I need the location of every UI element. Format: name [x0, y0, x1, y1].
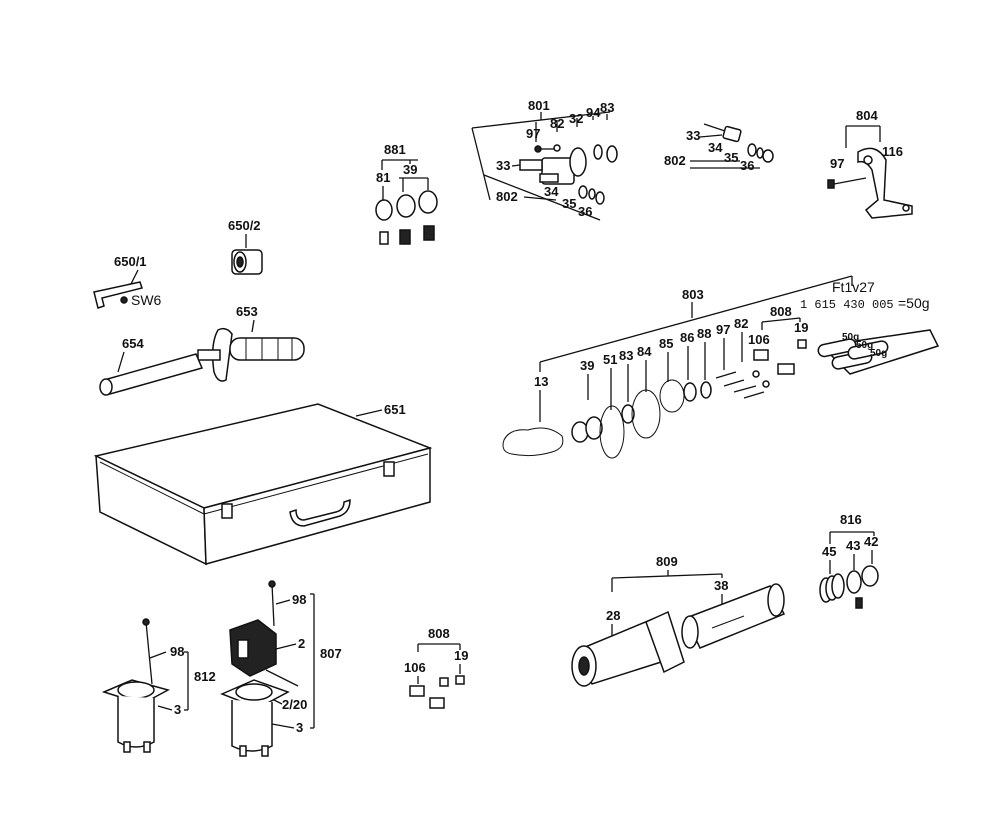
label-651: 651: [384, 402, 406, 417]
label-50g: 50g: [870, 348, 887, 359]
label-809: 809: [656, 554, 678, 569]
label-654: 654: [122, 336, 144, 351]
label-97: 97: [716, 322, 730, 337]
label-808: 808: [428, 626, 450, 641]
shaft-parts: [703, 123, 774, 163]
label-19: 19: [454, 648, 468, 663]
label-sw6: SW6: [131, 292, 162, 308]
label-51: 51: [603, 352, 617, 367]
screws: [715, 370, 770, 399]
label-28: 28: [606, 608, 620, 623]
label-19: 19: [794, 320, 808, 335]
label-33: 33: [496, 158, 510, 173]
label-33: 33: [686, 128, 700, 143]
label-808: 808: [770, 304, 792, 319]
label-38: 38: [714, 578, 728, 593]
label-42: 42: [864, 534, 878, 549]
label-98: 98: [292, 592, 306, 607]
label-3: 3: [296, 720, 303, 735]
label-881: 881: [384, 142, 406, 157]
carrying-case-651: 651: [93, 402, 433, 566]
label-36: 36: [740, 158, 754, 173]
label-88: 88: [697, 326, 711, 341]
label-106: 106: [748, 332, 770, 347]
assembly-808-lower: 808 106 19: [404, 626, 468, 709]
label-83: 83: [600, 100, 614, 115]
label-807: 807: [320, 646, 342, 661]
assembly-802-right: 33 34 802 35 36: [664, 123, 774, 173]
part-number: 1 615 430 005: [800, 298, 894, 312]
accessories: 650/2 650/1 SW6 653 654: [93, 218, 305, 396]
assembly-803: 803 Ft1v27 1 615 430 005 =50g 808 106 19…: [502, 275, 940, 459]
depth-rod: [99, 353, 204, 396]
label-13: 13: [534, 374, 548, 389]
label-39: 39: [403, 162, 417, 177]
label-81: 81: [376, 170, 390, 185]
label-34: 34: [544, 184, 559, 199]
label-35: 35: [724, 150, 738, 165]
assembly-816: 816 45 43 42: [819, 512, 879, 609]
part-quantity: =50g: [898, 295, 930, 311]
label-650-1: 650/1: [114, 254, 147, 269]
ring-set: [375, 190, 438, 245]
hex-key: [93, 281, 143, 309]
label-106: 106: [404, 660, 426, 675]
label-802: 802: [664, 153, 686, 168]
label-802: 802: [496, 189, 518, 204]
spindle-tube: [571, 583, 786, 687]
label-32: 32: [569, 111, 583, 126]
label-2: 2: [298, 636, 305, 651]
label-97: 97: [830, 156, 844, 171]
label-85: 85: [659, 336, 673, 351]
assembly-807: 98 2 807 2/20 3: [220, 580, 342, 757]
tool-holder-body: [519, 144, 618, 205]
bushing: [231, 249, 263, 275]
label-803: 803: [682, 287, 704, 302]
label-45: 45: [822, 544, 836, 559]
assembly-809: 809 38 28: [571, 554, 786, 687]
label-801: 801: [528, 98, 550, 113]
label-3: 3: [174, 702, 181, 717]
label-35: 35: [562, 196, 576, 211]
label-816: 816: [840, 512, 862, 527]
label-86: 86: [680, 330, 694, 345]
grease-tubes: [817, 329, 940, 375]
field-coil-and-housing: [220, 580, 299, 757]
carbon-brushes: [409, 675, 465, 709]
label-98: 98: [170, 644, 184, 659]
side-handle: [197, 327, 305, 382]
label-39: 39: [580, 358, 594, 373]
label-94: 94: [586, 105, 601, 120]
label-84: 84: [637, 344, 652, 359]
carbon-brush-set: [753, 339, 807, 375]
label-812: 812: [194, 669, 216, 684]
spring-clutch: [819, 565, 879, 609]
label-82: 82: [734, 316, 748, 331]
assembly-881: 881 81 39: [375, 142, 438, 245]
label-34: 34: [708, 140, 723, 155]
label-653: 653: [236, 304, 258, 319]
assembly-812: 98 812 3: [101, 618, 216, 753]
label-83: 83: [619, 348, 633, 363]
side-bracket: [827, 147, 913, 219]
assembly-801: 801 97 82 32 94 83 33 802: [471, 98, 618, 221]
assembly-804: 804 97 116: [827, 108, 913, 219]
label-50g: 50g: [842, 332, 859, 343]
label-43: 43: [846, 538, 860, 553]
motor-housing: [101, 618, 170, 753]
label-82: 82: [550, 116, 564, 131]
label-116: 116: [882, 144, 903, 159]
label-50g: 50g: [856, 340, 873, 351]
label-650-2: 650/2: [228, 218, 261, 233]
label-ft1v27: Ft1v27: [832, 279, 875, 295]
label-2-20: 2/20: [282, 697, 307, 712]
label-36: 36: [578, 204, 592, 219]
seal-rings: [502, 379, 712, 459]
label-804: 804: [856, 108, 878, 123]
label-97: 97: [526, 126, 540, 141]
